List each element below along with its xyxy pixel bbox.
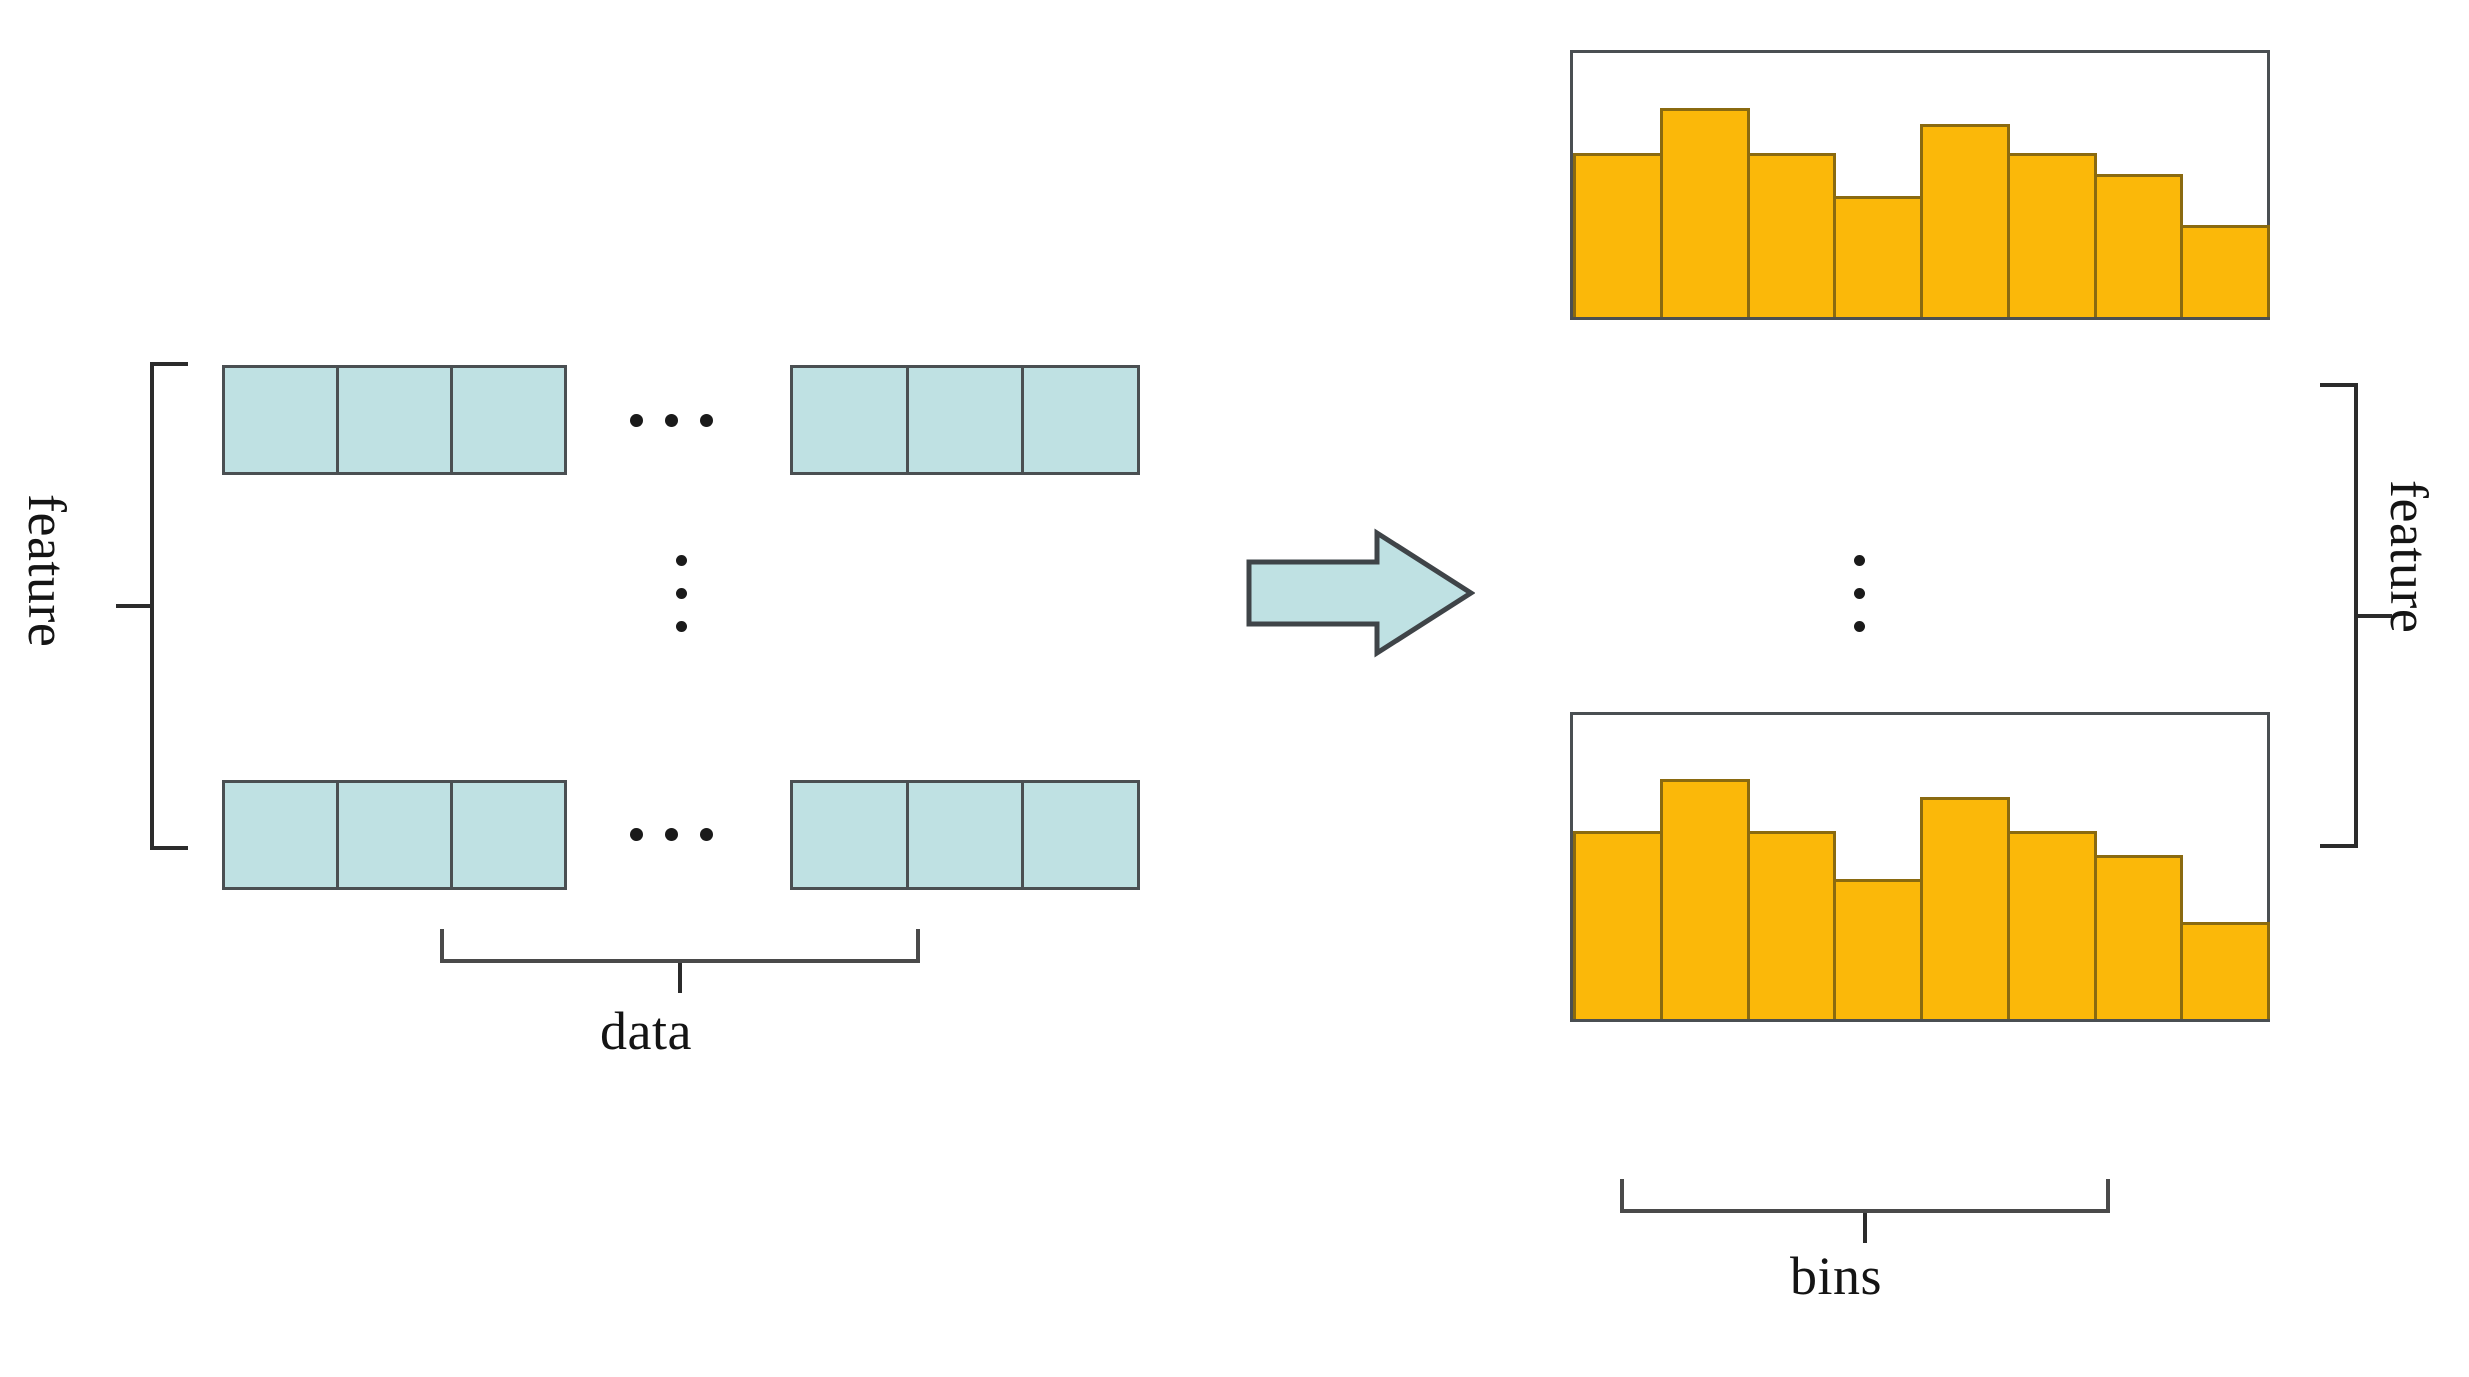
- brace-nub: [2358, 613, 2392, 618]
- matrix-cell: [339, 783, 453, 887]
- histogram-bar: [1746, 153, 1837, 317]
- row-ellipsis-bottom: [630, 828, 713, 841]
- histogram-bar: [1746, 830, 1837, 1019]
- feature-brace-right: [2320, 383, 2392, 848]
- row-ellipsis-top: [630, 414, 713, 427]
- matrix-cell: [339, 368, 453, 472]
- histogram-bar: [2093, 174, 2184, 317]
- data-label: data: [600, 1001, 692, 1061]
- feature-label-left: feature: [17, 494, 77, 648]
- arrow-icon: [1246, 528, 1476, 658]
- histogram-top: [1570, 50, 2270, 320]
- feature-label-right: feature: [2379, 480, 2439, 634]
- bins-brace: [1620, 1175, 2110, 1243]
- brace-spine: [150, 362, 154, 850]
- column-ellipsis-right: [1854, 555, 1865, 632]
- brace-arm-top: [150, 362, 188, 366]
- histogram-bottom-bars: [1573, 715, 2270, 1019]
- brace-arm-bottom: [2320, 844, 2358, 848]
- matrix-cell: [1024, 783, 1138, 887]
- histogram-bar: [1659, 108, 1750, 317]
- histogram-bar: [1573, 153, 1663, 317]
- brace-spine: [1620, 1209, 2110, 1213]
- brace-arm-bottom: [150, 846, 188, 850]
- brace-arm-top: [2320, 383, 2358, 387]
- matrix-cell: [453, 783, 564, 887]
- matrix-row-top-left-group: [222, 365, 567, 475]
- matrix-row-top-right-group: [790, 365, 1140, 475]
- histogram-top-bars: [1573, 53, 2270, 317]
- feature-brace-left: [116, 362, 188, 850]
- bins-label: bins: [1790, 1246, 1883, 1306]
- histogram-bottom: [1570, 712, 2270, 1022]
- matrix-cell: [1024, 368, 1138, 472]
- histogram-bar: [1573, 830, 1663, 1019]
- brace-nub: [116, 604, 150, 608]
- matrix-cell: [225, 368, 339, 472]
- brace-nub: [1863, 1213, 1867, 1243]
- brace-spine: [440, 959, 920, 963]
- brace-arm-right: [916, 929, 920, 963]
- matrix-cell: [225, 783, 339, 887]
- matrix-cell: [908, 368, 1025, 472]
- histogram-bar: [2093, 854, 2184, 1019]
- histogram-bar: [2006, 153, 2097, 317]
- column-ellipsis-left: [676, 555, 687, 632]
- brace-spine: [2354, 383, 2358, 848]
- histogram-bar: [1659, 778, 1750, 1019]
- histogram-bar: [1920, 797, 2010, 1019]
- brace-arm-right: [2106, 1179, 2110, 1213]
- histogram-bar: [2006, 830, 2097, 1019]
- data-brace: [440, 925, 920, 993]
- matrix-row-bottom-right-group: [790, 780, 1140, 890]
- matrix-cell: [908, 783, 1025, 887]
- matrix-cell: [453, 368, 564, 472]
- brace-arm-left: [440, 929, 444, 963]
- histogram-bar: [1833, 879, 1923, 1019]
- brace-nub: [678, 963, 682, 993]
- histogram-bar: [1833, 195, 1923, 317]
- brace-arm-left: [1620, 1179, 1624, 1213]
- histogram-bar: [1920, 124, 2010, 317]
- matrix-cell: [793, 368, 909, 472]
- histogram-bar: [2180, 224, 2270, 317]
- matrix-cell: [793, 783, 909, 887]
- matrix-row-bottom-left-group: [222, 780, 567, 890]
- histogram-bar: [2180, 921, 2270, 1019]
- transform-arrow: [1245, 528, 1476, 658]
